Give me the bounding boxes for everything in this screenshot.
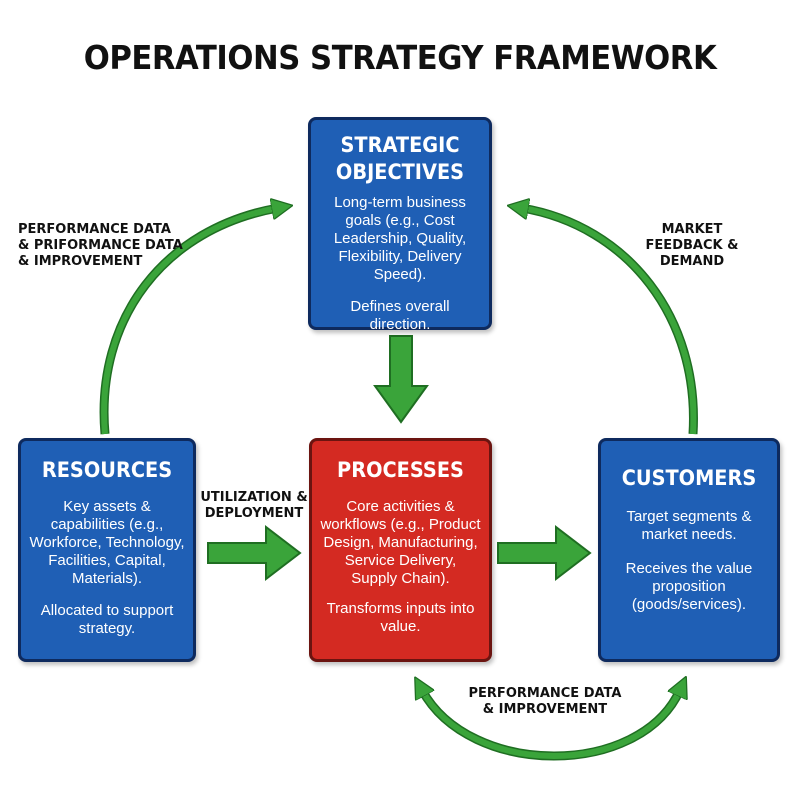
customers-box: CUSTOMERS Target segments & market needs… xyxy=(598,438,780,662)
customers-title: CUSTOMERS xyxy=(621,466,757,490)
strategic-note: Defines overall direction. xyxy=(350,298,450,333)
resources-box: RESOURCES Key assets & capabilities (e.g… xyxy=(18,438,196,662)
strategic-title-line2: OBJECTIVES xyxy=(335,160,465,184)
strategic-objectives-box: STRATEGIC OBJECTIVES Long-term business … xyxy=(308,117,492,333)
resources-note: Allocated to support strategy. xyxy=(40,602,174,637)
processes-note: Transforms inputs into value. xyxy=(326,600,475,635)
diagram-title: OPERATIONS STRATEGY FRAMEWORK xyxy=(83,38,717,77)
processes-title: PROCESSES xyxy=(337,458,464,482)
processes-description: Core activities & workflows (e.g., Produ… xyxy=(320,498,481,587)
processes-box: PROCESSES Core activities & workflows (e… xyxy=(309,438,492,662)
label-market-feedback: MARKET FEEDBACK & DEMAND xyxy=(645,222,739,269)
arrow-strategic-to-processes xyxy=(373,335,429,424)
customers-note: Receives the value proposition (goods/se… xyxy=(625,560,753,613)
strategic-title-line1: STRATEGIC xyxy=(340,133,460,157)
strategic-description: Long-term business goals (e.g., Cost Lea… xyxy=(333,194,467,283)
label-utilization-deployment: UTILIZATION & DEPLOYMENT xyxy=(200,490,308,521)
resources-description: Key assets & capabilities (e.g., Workfor… xyxy=(29,498,185,587)
label-performance-bottom: PERFORMANCE DATA & IMPROVEMENT xyxy=(468,686,622,717)
resources-title: RESOURCES xyxy=(41,458,173,482)
arrow-resources-to-processes xyxy=(207,524,302,582)
customers-description: Target segments & market needs. xyxy=(626,508,752,543)
label-performance-top-left: PERFORMANCE DATA & PRIFORMANCE DATA & IM… xyxy=(18,222,183,269)
arrow-processes-to-customers xyxy=(497,524,592,582)
